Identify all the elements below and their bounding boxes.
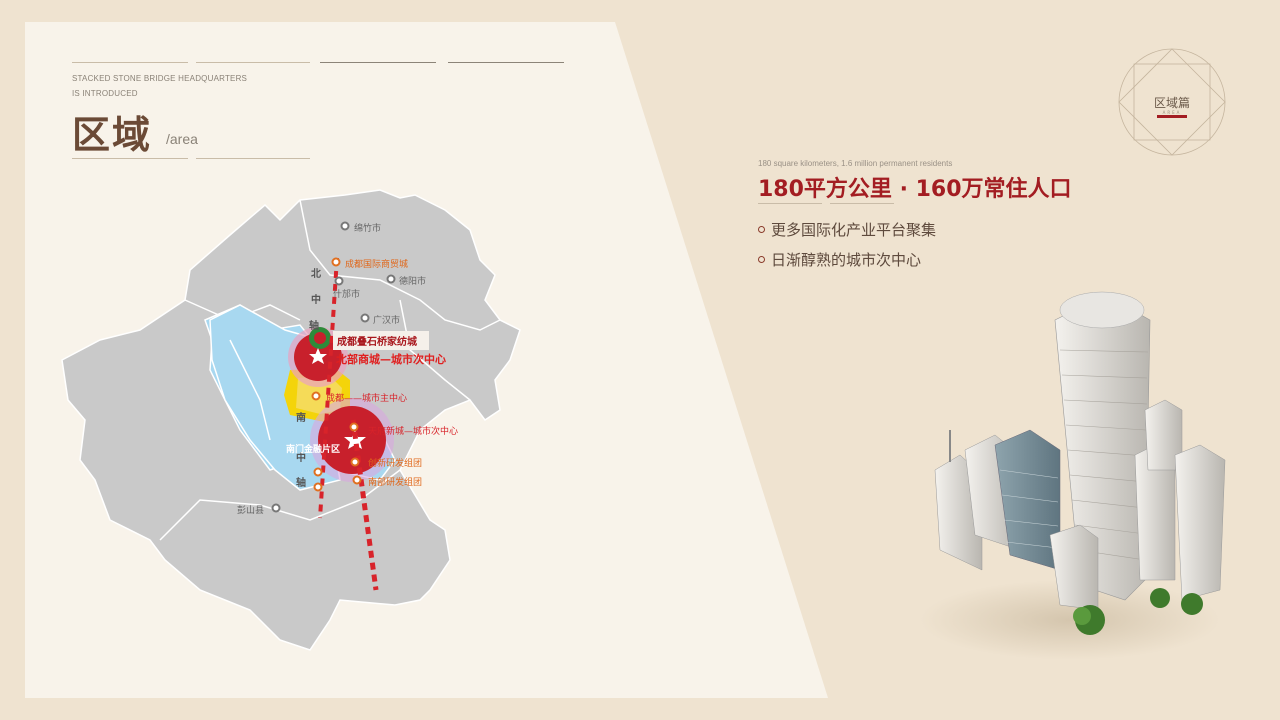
city-dot (386, 274, 396, 284)
bullet-item: 日渐醇熟的城市次中心 (758, 249, 921, 270)
star-icon (309, 348, 327, 364)
header-en-line1: STACKED STONE BRIDGE HEADQUARTERS (72, 74, 248, 83)
decor-line (758, 203, 822, 204)
station-dot (311, 391, 321, 401)
north-axis-line (318, 257, 339, 519)
decor-line (72, 158, 188, 159)
skyscrapers-illustration (920, 291, 1226, 660)
station-dot (313, 467, 323, 477)
city-label-mianzhu: 绵竹市 (354, 224, 382, 234)
axis-north-char: 中 (311, 295, 321, 306)
page-title: 区域 (72, 113, 153, 157)
axis-south-char: 南 (296, 413, 306, 424)
decor-line (72, 62, 188, 63)
label-nanbu: 南部研发组团 (368, 478, 423, 488)
station-dot (350, 457, 360, 467)
city-dot (334, 276, 344, 286)
station-dot (331, 257, 341, 267)
header-en-line2: IS INTRODUCED (72, 89, 138, 98)
bullet-dot-icon (758, 256, 765, 263)
axis-north-char: 轴 (309, 321, 319, 332)
stats-title: 180平方公里 · 160万常住人口 (758, 177, 1072, 202)
label-north-center: 北部商城—城市次中心 (336, 353, 446, 366)
bullet-text: 日渐醇熟的城市次中心 (771, 251, 922, 269)
city-label-pengshan: 彭山县 (237, 506, 265, 516)
station-dot (313, 482, 323, 492)
city-dot (271, 503, 281, 513)
decor-line (448, 62, 564, 63)
axis-north-char: 北 (311, 269, 321, 280)
city-label-deyang: 德阳市 (399, 277, 427, 287)
decor-line (196, 62, 310, 63)
label-main-center: 成都——城市主中心 (326, 394, 408, 404)
label-chuangxin: 创新研发组团 (368, 459, 423, 469)
station-dot (352, 475, 362, 485)
emblem-title: 区域篇 (1153, 96, 1190, 110)
axis-south-char: 中 (296, 453, 306, 464)
station-dot (349, 422, 359, 432)
label-tianfu: 天府新城—城市次中心 (368, 427, 459, 437)
city-dot (360, 313, 370, 323)
bullet-dot-icon (758, 226, 765, 233)
decor-line (320, 62, 436, 63)
city-label-guanghan: 广汉市 (373, 316, 401, 326)
bullet-item: 更多国际化产业平台聚集 (758, 219, 936, 240)
label-top-orange: 成都国际商贸城 (345, 260, 409, 270)
emblem-icon (1118, 48, 1226, 156)
label-nanmen: 南门金融片区 (286, 445, 341, 455)
emblem-sub: AREA (1162, 110, 1182, 115)
stats-en: 180 square kilometers, 1.6 million perma… (758, 159, 953, 168)
decor-line (830, 203, 894, 204)
page-title-en: /area (166, 131, 198, 147)
axis-south-char: 轴 (296, 478, 306, 489)
decor-line (196, 158, 310, 159)
city-label-shifang: 什邡市 (333, 290, 361, 300)
bullet-text: 更多国际化产业平台聚集 (771, 221, 937, 239)
star-icon (344, 430, 366, 449)
city-dot (340, 221, 350, 231)
south-axis-line (350, 419, 379, 591)
label-project: 成都叠石桥家纺城 (333, 331, 429, 350)
